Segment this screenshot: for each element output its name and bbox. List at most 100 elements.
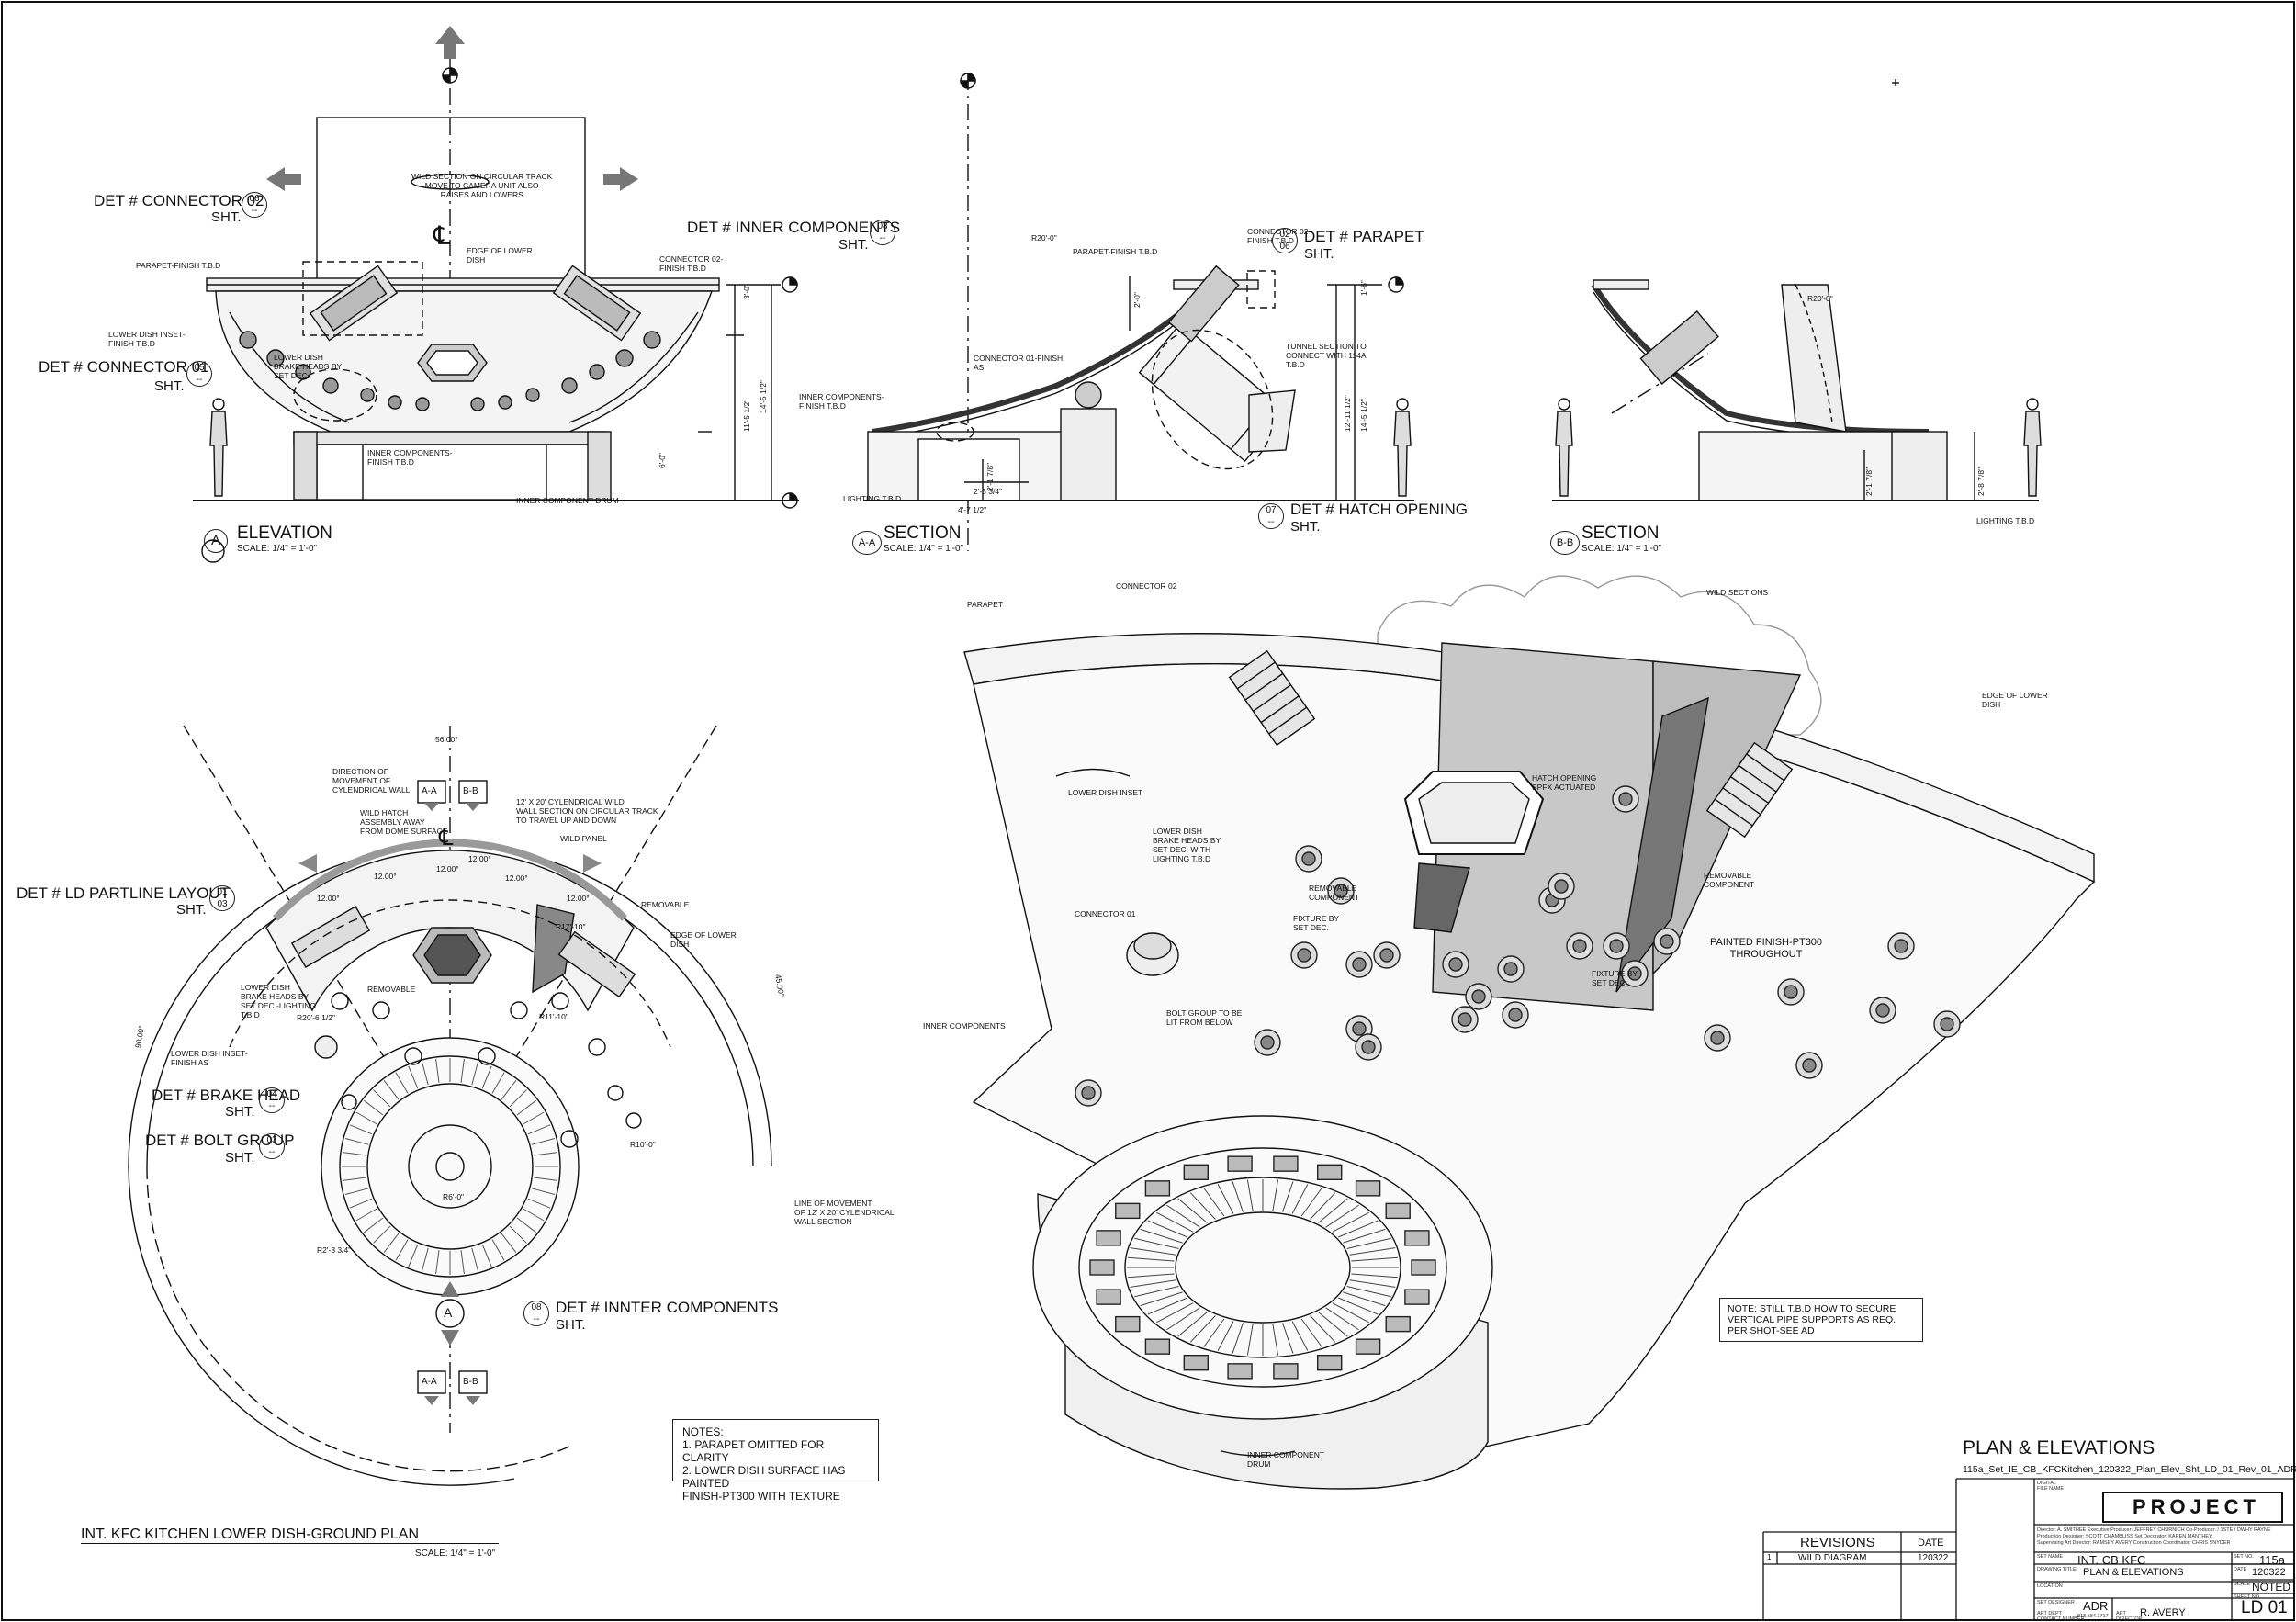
drum-rib	[1203, 1318, 1225, 1347]
ref-bubble-number: 04	[266, 1089, 277, 1099]
drum-rib	[501, 1233, 517, 1253]
set-name: INT. CB KFC	[2077, 1553, 2146, 1567]
drum-rib	[1246, 1179, 1254, 1211]
ref-bubble-number: 06	[249, 194, 260, 204]
brake-head-core	[1940, 1017, 1954, 1031]
angle-label: 12.00°	[567, 894, 590, 903]
angle-label: 56.00°	[435, 735, 458, 744]
section-aa-view	[863, 73, 1414, 551]
drum-rib	[491, 1072, 505, 1094]
angle-label: 12.00°	[317, 894, 340, 903]
drum-rib	[1134, 1237, 1179, 1250]
date-value: 120322	[2252, 1567, 2286, 1578]
drum-rib	[527, 1124, 551, 1135]
drum-rib	[344, 1188, 369, 1196]
dim-label: 1'-6"	[1359, 280, 1368, 296]
drum-rib	[1332, 1211, 1369, 1233]
parapet-label: PARAPET-FINISH T.B.D	[1073, 247, 1158, 256]
drum-rib	[501, 1080, 517, 1100]
drum-rib	[1147, 1297, 1188, 1315]
ref-bubble-number: 08	[877, 221, 888, 231]
drum-rib	[1343, 1228, 1386, 1244]
ref-bubble-04: 04--	[259, 1087, 285, 1113]
credits: Director: A. SMITHEE Executive Producer:…	[2037, 1527, 2271, 1546]
brake-head-core	[1572, 939, 1587, 953]
dim-label: 4'-7 1/2"	[958, 505, 987, 514]
art-director-label: ART DIRECTOR	[2116, 1611, 2143, 1622]
brake-head-core	[1458, 1012, 1472, 1027]
sht-label: SHT.	[154, 378, 185, 394]
scale-value: NOTED	[2252, 1581, 2290, 1594]
view-marker: A-A	[852, 531, 882, 555]
section-marker-aa: A-A	[422, 1377, 437, 1387]
connector-finish-label: CONNECTOR 02- FINISH T.B.D	[659, 254, 724, 273]
inset-label: LOWER DISH INSET- FINISH T.B.D	[108, 330, 186, 348]
sheet-no: LD 01	[2241, 1598, 2288, 1617]
det-hatch-opening-label: DET # HATCH OPENING	[1290, 501, 1469, 518]
ref-bubble-dash: --	[251, 206, 258, 216]
view-marker: A	[204, 529, 228, 553]
drum-rib	[1130, 1279, 1176, 1288]
drum-rib	[509, 1089, 527, 1108]
wild-panel-label: WILD PANEL	[560, 834, 607, 843]
drum-rib	[1337, 1297, 1379, 1315]
lighting-label: LIGHTING T.B.D	[843, 494, 902, 503]
dim-label: 2'-1 7/8"	[1864, 467, 1874, 496]
ground-plan-view	[128, 725, 772, 1486]
hatch-label: HATCH OPENING SPFX ACTUATED	[1532, 773, 1597, 792]
det-parapet-label: DET # PARAPET	[1304, 228, 1424, 245]
dim-label: 2'-8 7/8"	[1976, 467, 1986, 496]
brake-head-core	[1609, 939, 1624, 953]
wild-section-note: WILD SECTION ON CIRCULAR TRACK MOVE TO C…	[411, 172, 553, 199]
set-name-label: SET NAME	[2037, 1554, 2064, 1560]
drum-rib	[1300, 1318, 1322, 1347]
drum-rib	[471, 1247, 479, 1272]
brake-head-core	[1503, 962, 1518, 976]
drum-rib	[1232, 1323, 1244, 1354]
project-logo: PROJECT	[2133, 1495, 2260, 1518]
angle-label: 12.00°	[505, 873, 528, 883]
drum-rib	[531, 1188, 556, 1196]
sht-label: SHT.	[1304, 246, 1334, 262]
set-no: 115a	[2259, 1553, 2285, 1567]
drum-rib	[1310, 1192, 1336, 1220]
brake-head-core	[1260, 1035, 1275, 1050]
drum-rib	[1177, 1198, 1208, 1223]
drum-rib	[1349, 1279, 1396, 1288]
ref-bubble-number: 03	[266, 1135, 277, 1145]
drum-block	[1089, 1259, 1115, 1276]
revision-date: 120322	[1918, 1553, 1949, 1563]
section-marker-bb: B-B	[463, 786, 478, 796]
drum-rib	[408, 1244, 419, 1267]
drum-rib	[1156, 1302, 1194, 1324]
drum-rib	[534, 1177, 558, 1181]
inset-label: LOWER DISH INSET	[1068, 788, 1143, 797]
dim-label: 11'-5 1/2"	[742, 399, 751, 432]
lighting-label: LIGHTING T.B.D	[1976, 516, 2035, 525]
parapet-label: PARAPET-FINISH T.B.D	[136, 261, 221, 270]
drum-rib	[355, 1111, 377, 1125]
drum-rib	[1349, 1247, 1396, 1256]
drum-rib	[491, 1239, 505, 1261]
drum-rib	[1351, 1256, 1399, 1262]
direction-label: DIRECTION OF MOVEMENT OF CYLENDRICAL WAL…	[332, 767, 411, 794]
view-scale: SCALE: 1/4" = 1'-0"	[237, 544, 318, 554]
drum-rib	[1300, 1188, 1322, 1217]
drum-rib	[1217, 1184, 1234, 1214]
drum-block	[1115, 1315, 1141, 1333]
drum-block	[1411, 1259, 1436, 1276]
brake-head-core	[1361, 1040, 1376, 1054]
inner-comp-label: INNER COMPONENTS- FINISH T.B.D	[367, 448, 453, 467]
drum-rib	[460, 1250, 465, 1275]
brake-head-core	[1618, 792, 1633, 806]
connector01-label: CONNECTOR 01	[1075, 909, 1136, 918]
brake-label: LOWER DISH BRAKE HEADS BY SET DEC.-LIGHT…	[241, 983, 317, 1019]
drum-rib	[516, 1099, 536, 1116]
drum-rib	[421, 1061, 429, 1086]
drum-rib	[1332, 1302, 1369, 1324]
drum-rib	[1127, 1273, 1175, 1278]
drum-rib	[523, 1208, 545, 1222]
ref-bubble-07: 07--	[1258, 503, 1284, 529]
